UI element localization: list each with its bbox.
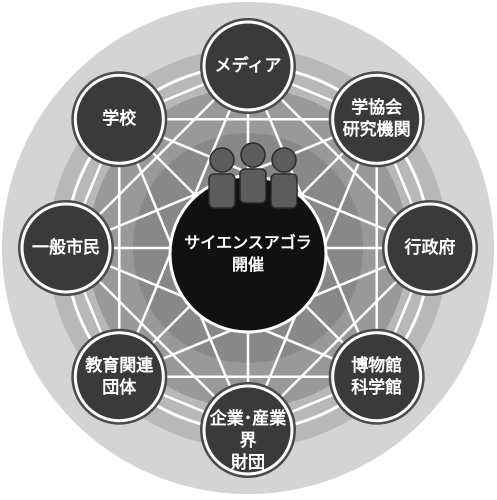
node-circle-industry bbox=[202, 384, 294, 476]
node-circle-academia bbox=[331, 73, 423, 165]
person-head-2 bbox=[240, 142, 266, 168]
person-body-2 bbox=[239, 168, 267, 204]
person-body-1 bbox=[208, 173, 236, 209]
node-circle-government bbox=[384, 202, 476, 294]
center-title: サイエンスアゴラ 開催 bbox=[184, 233, 312, 274]
person-head-3 bbox=[271, 147, 297, 173]
node-circle-media bbox=[202, 20, 294, 112]
node-circle-schools bbox=[73, 73, 165, 165]
node-label-schools: 学校 bbox=[102, 109, 137, 130]
person-body-3 bbox=[270, 173, 298, 209]
center-node bbox=[168, 142, 328, 334]
node-circle-museums bbox=[331, 331, 423, 423]
node-label-citizens: 一般市民 bbox=[32, 238, 100, 258]
node-label-education: 教育関連 団体 bbox=[85, 355, 154, 398]
person-head-1 bbox=[209, 147, 235, 173]
node-label-academia: 学協会 研究機関 bbox=[342, 98, 411, 141]
node-label-museums: 博物館 科学館 bbox=[351, 355, 403, 398]
node-circle-citizens bbox=[20, 202, 112, 294]
stakeholder-nodes bbox=[18, 18, 478, 478]
node-label-government: 行政府 bbox=[404, 238, 456, 258]
people-group-icon bbox=[208, 142, 298, 209]
node-label-media: メディア bbox=[214, 56, 282, 76]
node-label-industry: 企業･産業界 財団 bbox=[209, 409, 287, 473]
node-circle-education bbox=[73, 331, 165, 423]
